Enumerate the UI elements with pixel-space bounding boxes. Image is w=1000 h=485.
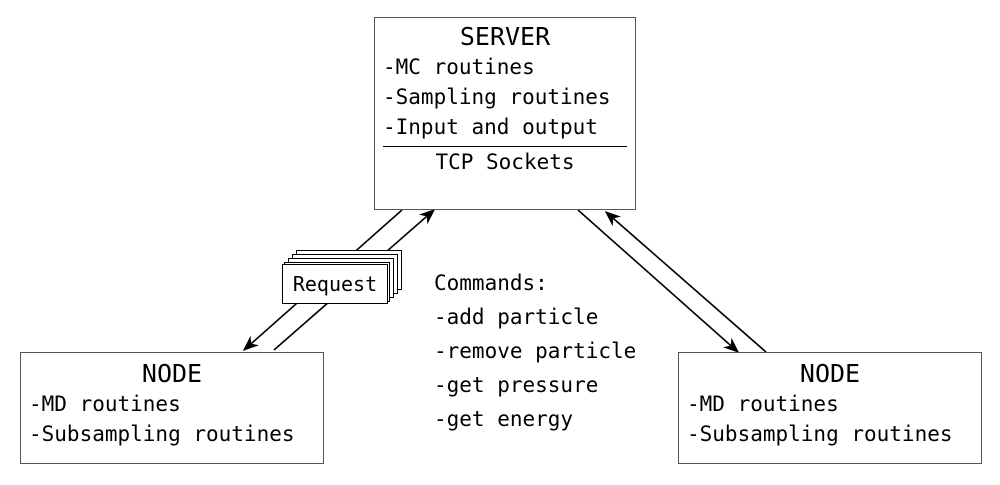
left-node-line: -MD routines <box>29 392 181 416</box>
server-title: SERVER <box>459 22 551 51</box>
command-item: -remove particle <box>434 339 637 363</box>
server-footer: TCP Sockets <box>435 150 575 174</box>
server-line: -Sampling routines <box>383 85 611 109</box>
command-item: -add particle <box>434 305 599 329</box>
right-node-title: NODE <box>799 359 861 388</box>
left-node-title: NODE <box>141 359 203 388</box>
request-label: Request <box>292 272 378 296</box>
right-node-box: NODE -MD routines -Subsampling routines <box>678 352 982 464</box>
right-node-line: -Subsampling routines <box>687 422 953 446</box>
server-divider <box>383 146 627 147</box>
commands-list: Commands: -add particle -remove particle… <box>434 266 636 436</box>
server-line: -MC routines <box>383 55 535 79</box>
server-box: SERVER -MC routines -Sampling routines -… <box>374 17 636 210</box>
request-message-stack: Request <box>282 248 402 304</box>
right-node-line: -MD routines <box>687 392 839 416</box>
server-line: -Input and output <box>383 115 598 139</box>
request-card: Request <box>282 264 388 304</box>
command-item: -get pressure <box>434 373 599 397</box>
arrow-server-to-right-node <box>577 209 740 354</box>
left-node-line: -Subsampling routines <box>29 422 295 446</box>
command-item: -get energy <box>434 407 574 431</box>
commands-title: Commands: <box>434 271 548 295</box>
arrow-right-node-to-server <box>604 210 767 353</box>
left-node-box: NODE -MD routines -Subsampling routines <box>20 352 324 464</box>
